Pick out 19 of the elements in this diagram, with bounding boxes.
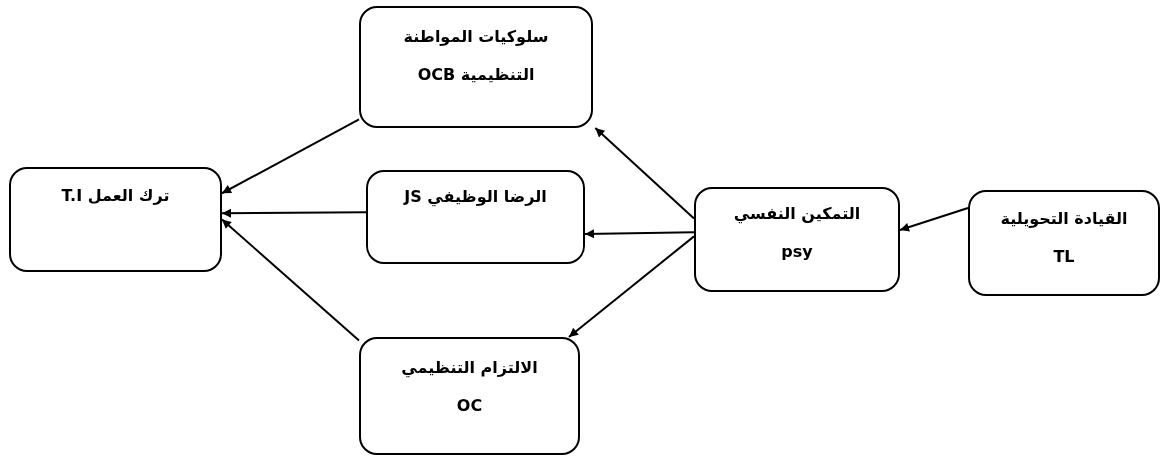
process-box	[9, 167, 222, 272]
arrow	[584, 229, 695, 239]
arrow	[594, 127, 695, 220]
box-label: الالتزام التنظيمي OC	[400, 357, 539, 417]
box-label: التمكين النفسي psy	[732, 203, 862, 263]
process-box	[366, 170, 585, 264]
box-label: القيادة التحويلية TL	[999, 208, 1129, 268]
box-label: سلوكيات المواطنة التنظيمية OCB	[402, 26, 550, 86]
arrow	[899, 207, 969, 232]
arrow	[221, 208, 367, 218]
arrow	[567, 235, 695, 338]
process-box	[694, 187, 900, 292]
box-label: ترك العمل T.I	[61, 185, 170, 207]
process-box	[968, 190, 1160, 296]
process-box	[359, 6, 593, 128]
box-label: الرضا الوظيفي JS	[404, 186, 547, 209]
arrow	[221, 118, 360, 195]
process-box	[359, 337, 580, 455]
arrow	[221, 218, 360, 342]
